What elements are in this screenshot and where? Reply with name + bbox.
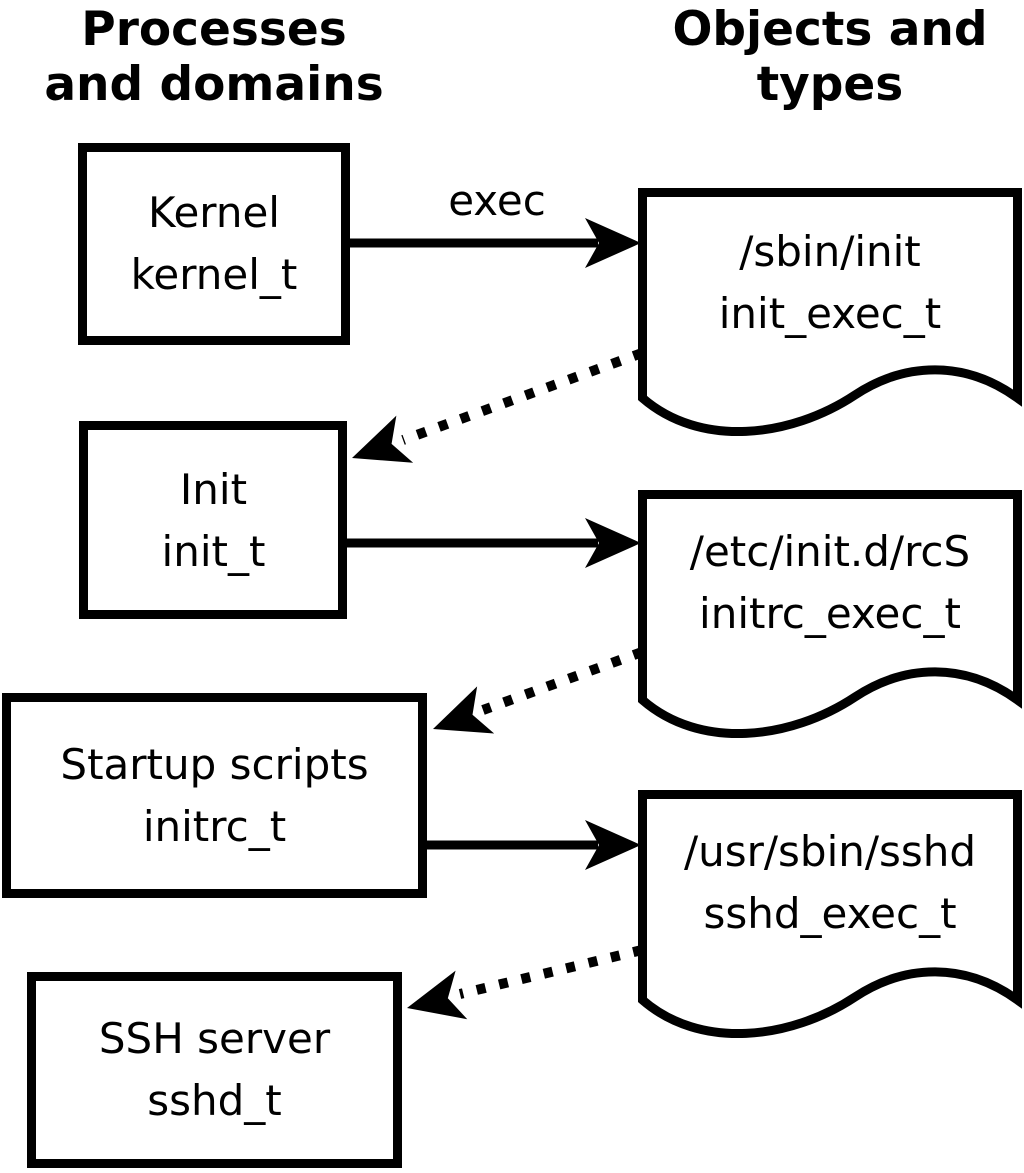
heading-line: types	[756, 57, 904, 112]
process-box-sshd	[27, 972, 402, 1168]
exec-arrow-kernel-to-sbin-init	[348, 218, 641, 268]
exec-arrow-initrc-to-usr-sbin-sshd	[423, 820, 641, 870]
process-name: Kernel	[148, 188, 280, 237]
object-file-type: sshd_exec_t	[703, 888, 957, 938]
process-name: Startup scripts	[60, 739, 369, 789]
heading-line: Objects and	[672, 2, 988, 57]
process-box-initrc	[2, 693, 427, 898]
process-box-init	[79, 421, 347, 619]
process-domain-type: sshd_t	[147, 1076, 282, 1125]
exec-arrow-label: exec	[448, 176, 546, 225]
process-box-kernel	[78, 143, 350, 345]
process-label-initrc: Startup scripts initrc_t	[6, 697, 423, 894]
process-name: SSH server	[98, 1014, 331, 1063]
object-label-usr-sbin-sshd: /usr/sbin/sshd sshd_exec_t	[642, 790, 1018, 975]
object-label-sbin-init: /sbin/init init_exec_t	[642, 188, 1018, 378]
column-heading-processes: Processes and domains	[14, 2, 414, 112]
process-name: Init	[179, 464, 248, 514]
transition-arrow-etc-init-rcs-to-initrc	[433, 647, 644, 734]
document-shape-usr-sbin-sshd	[638, 790, 1022, 1038]
heading-line: and domains	[44, 57, 384, 112]
process-label-init: Init init_t	[84, 426, 343, 615]
exec-arrow-init-to-etc-init-rcs	[345, 518, 641, 568]
object-path: /etc/init.d/rcS	[689, 526, 971, 576]
heading-line: Processes	[81, 2, 347, 57]
document-shape-etc-init-rcs	[638, 490, 1022, 738]
column-heading-objects: Objects and types	[630, 2, 1024, 112]
process-domain-type: initrc_t	[142, 801, 287, 851]
process-domain-type: init_t	[161, 526, 266, 576]
object-file-type: initrc_exec_t	[699, 588, 961, 638]
transition-arrow-usr-sbin-sshd-to-sshd	[407, 945, 644, 1020]
transition-arrow-sbin-init-to-init	[352, 348, 644, 463]
object-file-type: init_exec_t	[718, 289, 942, 338]
object-path: /sbin/init	[739, 227, 921, 276]
object-label-etc-init-rcs: /etc/init.d/rcS initrc_exec_t	[642, 490, 1018, 675]
object-path: /usr/sbin/sshd	[683, 826, 977, 876]
process-label-sshd: SSH server sshd_t	[31, 976, 398, 1164]
process-domain-type: kernel_t	[130, 250, 298, 299]
document-shape-sbin-init	[638, 188, 1022, 436]
process-label-kernel: Kernel kernel_t	[82, 147, 346, 341]
